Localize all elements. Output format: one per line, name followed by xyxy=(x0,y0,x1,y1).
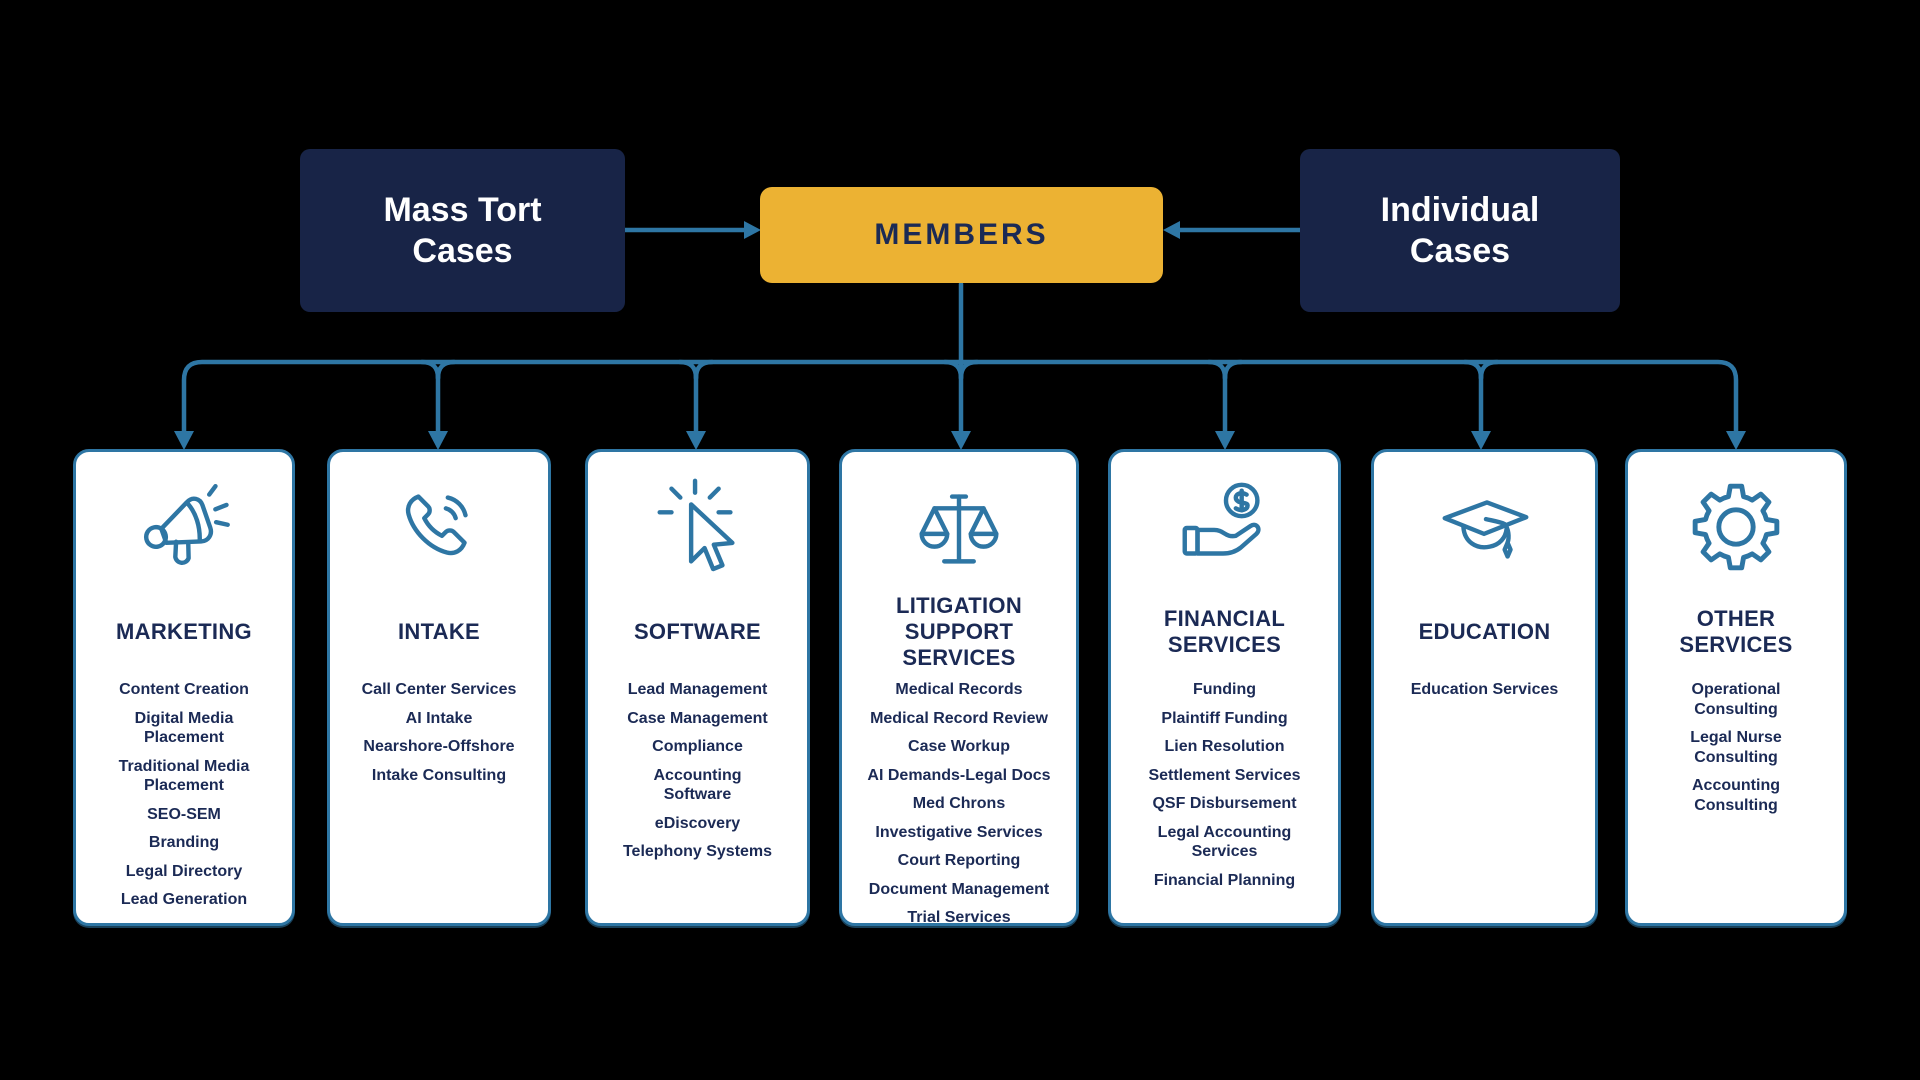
category-item: Lead Management xyxy=(627,681,768,698)
category-item: AI Demands-Legal Docs xyxy=(867,766,1051,784)
category-item: Operational Consulting xyxy=(1691,681,1781,718)
category-item: Digital Media Placement xyxy=(134,709,234,747)
category-item: Trial Services xyxy=(907,909,1011,927)
mass-tort-cases-box: Mass Tort Cases xyxy=(300,149,625,312)
scales-icon xyxy=(905,473,1013,581)
category-item: Accounting Software xyxy=(653,766,742,804)
category-item: eDiscovery xyxy=(654,814,741,832)
category-item: Document Management xyxy=(868,880,1050,898)
category-item: Settlement Services xyxy=(1148,766,1301,784)
category-item: Legal Directory xyxy=(125,862,243,880)
category-item: Lien Resolution xyxy=(1164,738,1285,756)
category-title: EDUCATION xyxy=(1418,619,1551,645)
graduation-cap-icon xyxy=(1431,473,1539,581)
category-item: Call Center Services xyxy=(361,681,517,698)
individual-cases-box: Individual Cases xyxy=(1300,149,1620,312)
category-item: Medical Records xyxy=(895,681,1023,698)
category-item: Case Workup xyxy=(908,738,1010,756)
category-title: INTAKE xyxy=(397,619,481,645)
category-item: Compliance xyxy=(652,738,743,756)
category-item: Financial Planning xyxy=(1153,871,1296,889)
category-item: Funding xyxy=(1192,681,1257,698)
category-title: FINANCIAL SERVICES xyxy=(1163,606,1286,657)
cursor-click-icon xyxy=(644,473,752,581)
category-item: Lead Generation xyxy=(120,891,248,909)
category-item: Plaintiff Funding xyxy=(1161,709,1288,727)
category-title: LITIGATION SUPPORT SERVICES xyxy=(895,593,1023,670)
category-item: Court Reporting xyxy=(897,852,1021,870)
category-item: Traditional Media Placement xyxy=(118,757,250,795)
category-item: AI Intake xyxy=(405,709,473,727)
hand-dollar-icon xyxy=(1171,473,1279,581)
category-title: MARKETING xyxy=(116,619,252,645)
category-item: Legal Nurse Consulting xyxy=(1690,729,1782,766)
members-box: MEMBERS xyxy=(760,187,1163,283)
category-item: Nearshore-Offshore xyxy=(363,738,515,756)
phone-icon xyxy=(385,473,493,581)
category-item: Branding xyxy=(148,834,220,852)
category-title: SOFTWARE xyxy=(633,619,762,645)
members-label: MEMBERS xyxy=(874,218,1049,251)
category-item: Accounting Consulting xyxy=(1692,777,1780,814)
category-item: Telephony Systems xyxy=(622,843,773,861)
category-item: Content Creation xyxy=(119,681,249,698)
category-item: Investigative Services xyxy=(875,823,1043,841)
category-item: Medical Record Review xyxy=(870,709,1048,727)
category-card-litigation: LITIGATION SUPPORT SERVICES Medical Reco… xyxy=(839,449,1079,926)
category-item: Legal Accounting Services xyxy=(1157,823,1292,861)
category-item: Med Chrons xyxy=(912,795,1006,813)
megaphone-icon xyxy=(130,473,238,581)
individual-cases-label: Individual Cases xyxy=(1380,190,1540,270)
category-items: Education Services xyxy=(1374,680,1595,700)
category-title: OTHER SERVICES xyxy=(1679,606,1793,657)
category-item: Case Management xyxy=(627,709,768,727)
category-item: Intake Consulting xyxy=(371,766,507,784)
gear-icon xyxy=(1682,473,1790,581)
category-item: Education Services xyxy=(1410,681,1559,698)
mass-tort-cases-label: Mass Tort Cases xyxy=(383,190,542,270)
category-item: QSF Disbursement xyxy=(1152,795,1297,813)
category-card-education: EDUCATION Education Services xyxy=(1371,449,1598,926)
category-item: SEO-SEM xyxy=(147,805,221,823)
